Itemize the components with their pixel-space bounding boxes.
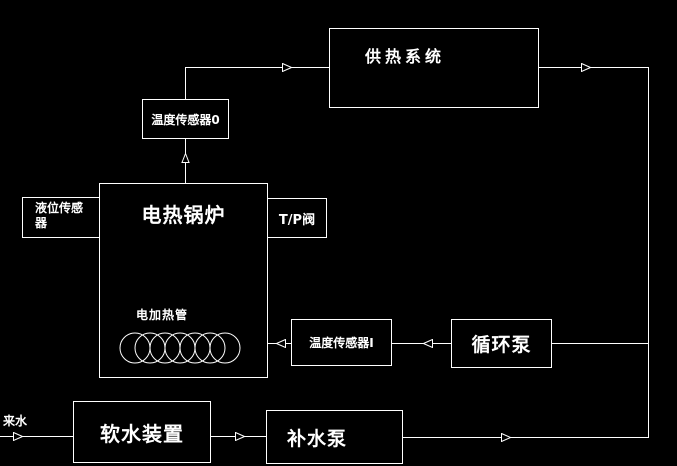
flow-arrow-right-icon bbox=[282, 63, 292, 72]
node-makeup-pump-label: 补水泵 bbox=[287, 427, 348, 450]
node-heating-system-label: 供热系统 bbox=[365, 47, 446, 66]
flow-arrow-right-icon bbox=[501, 433, 511, 442]
pipe-return-vertical bbox=[648, 67, 649, 438]
node-tp-valve: T/P阀 bbox=[267, 198, 327, 238]
node-electric-boiler-label: 电热锅炉 bbox=[141, 203, 226, 227]
node-level-sensor-label: 液位传感器 bbox=[35, 201, 84, 230]
node-circulation-pump: 循环泵 bbox=[451, 319, 552, 368]
flow-arrow-right-icon bbox=[13, 432, 23, 441]
heater-coil-icon bbox=[119, 332, 241, 364]
flow-arrow-right-icon bbox=[581, 63, 591, 72]
flow-arrow-left-icon bbox=[423, 339, 433, 348]
inlet-water-label: 来水 bbox=[3, 414, 28, 428]
node-temp-sensor-1: 温度传感器I bbox=[291, 319, 392, 366]
flow-arrow-left-icon bbox=[276, 339, 286, 348]
heater-tube-label: 电加热管 bbox=[136, 308, 189, 322]
pipe-return-to-circpump bbox=[552, 343, 649, 344]
node-temp-sensor-0: 温度传感器0 bbox=[142, 99, 229, 139]
node-tp-valve-label: T/P阀 bbox=[278, 212, 316, 228]
pipe-inlet-to-softener bbox=[0, 436, 73, 437]
node-temp-sensor-0-label: 温度传感器0 bbox=[151, 112, 220, 127]
node-temp-sensor-1-label: 温度传感器I bbox=[309, 336, 374, 350]
node-circulation-pump-label: 循环泵 bbox=[471, 334, 532, 356]
flow-arrow-up-icon bbox=[181, 153, 190, 163]
flow-arrow-right-icon bbox=[235, 432, 245, 441]
node-electric-boiler: 电热锅炉 电加热管 bbox=[99, 183, 268, 378]
node-water-softener: 软水装置 bbox=[73, 401, 211, 463]
pipe-supply-right bbox=[539, 67, 649, 68]
pipe-circpump-to-sensor1 bbox=[392, 343, 451, 344]
pipe-sensor0-to-top-header bbox=[185, 67, 186, 99]
pipe-makeup-pump-to-return bbox=[403, 437, 649, 438]
node-makeup-pump: 补水泵 bbox=[266, 410, 403, 464]
node-water-softener-label: 软水装置 bbox=[100, 421, 184, 446]
node-heating-system: 供热系统 bbox=[329, 28, 539, 108]
node-level-sensor: 液位传感器 bbox=[22, 197, 100, 238]
pipe-supply-left bbox=[185, 67, 329, 68]
